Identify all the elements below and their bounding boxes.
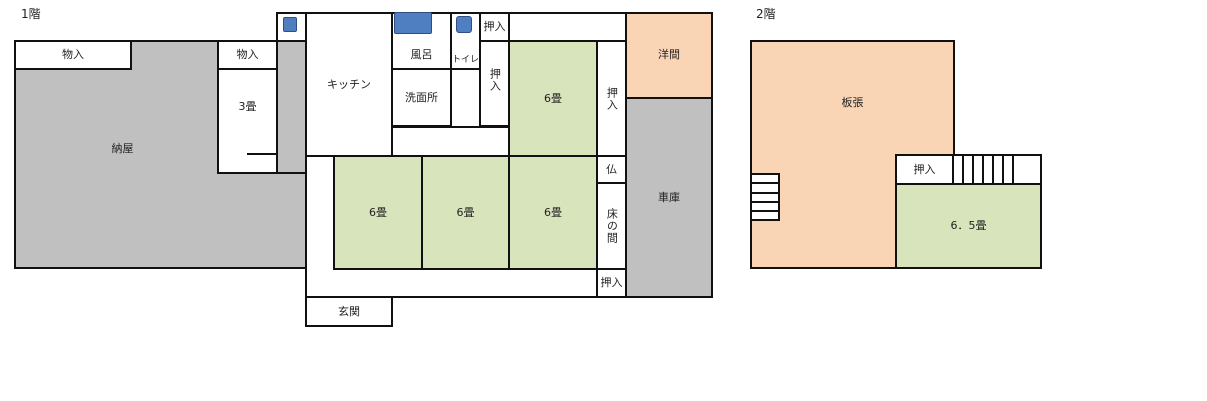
stair-step xyxy=(750,201,780,203)
hall-inner xyxy=(391,126,510,157)
wall-segment xyxy=(247,153,277,155)
room-butsudan-label: 仏 xyxy=(606,162,617,176)
toilet-icon xyxy=(456,16,472,33)
room-tatami6-b: 6畳 xyxy=(421,155,510,270)
room-closet-2f-label: 押入 xyxy=(913,162,936,176)
sink-icon xyxy=(283,17,297,32)
room-garage-label: 車庫 xyxy=(658,191,680,204)
room-tatami6-upper-label: 6畳 xyxy=(544,91,562,105)
room-tatami6-c: 6畳 xyxy=(508,155,598,270)
room-closet-bottom: 押入 xyxy=(596,268,627,298)
room-closet-vertical-right: 押入 xyxy=(596,40,627,157)
room-closet-vertical-left-label: 押入 xyxy=(488,68,502,92)
stair-step xyxy=(972,154,974,184)
room-tatami6-c-label: 6畳 xyxy=(544,205,562,219)
fixture-cell xyxy=(276,12,307,42)
room-closet-vertical-left: 押入 xyxy=(479,40,510,127)
room-garage: 車庫 xyxy=(625,97,713,298)
room-western: 洋間 xyxy=(625,12,713,99)
room-storage-left: 物入 xyxy=(14,40,132,70)
room-storage-right: 物入 xyxy=(217,40,278,70)
room-wood-floor-label: 板張 xyxy=(841,96,864,109)
stair-step xyxy=(962,154,964,184)
room-entrance-label: 玄関 xyxy=(338,304,360,318)
room-kitchen-label: キッチン xyxy=(327,77,371,91)
room-bath-label: 風呂 xyxy=(410,48,433,61)
stair-step xyxy=(750,192,780,194)
room-kitchen: キッチン xyxy=(305,12,393,157)
stair-step xyxy=(750,210,780,212)
room-tatami6-upper: 6畳 xyxy=(508,40,598,157)
room-tatami65: 6．5畳 xyxy=(895,183,1042,269)
floor2-label: 2階 xyxy=(756,7,776,21)
room-tokonoma-label: 床の間 xyxy=(605,208,619,244)
stairs-left xyxy=(750,173,780,221)
room-closet-bottom-label: 押入 xyxy=(600,276,623,290)
hall-top xyxy=(508,12,627,42)
room-tatami3: 3畳 xyxy=(217,68,278,174)
stair-step xyxy=(1012,154,1014,184)
stair-step xyxy=(750,182,780,184)
room-closet-top: 押入 xyxy=(479,12,510,42)
room-western-label: 洋間 xyxy=(658,48,680,61)
room-washroom-label: 洗面所 xyxy=(405,90,438,104)
room-tatami3-label: 3畳 xyxy=(238,100,257,113)
room-storage-left-label: 物入 xyxy=(62,48,84,62)
stair-step xyxy=(982,154,984,184)
room-closet-vertical-right-label: 押入 xyxy=(605,86,619,111)
room-barn-label: 納屋 xyxy=(111,142,134,155)
stair-step xyxy=(1002,154,1004,184)
room-tokonoma: 床の間 xyxy=(596,182,627,270)
room-tatami6-a: 6畳 xyxy=(333,155,423,270)
strip-gray xyxy=(276,40,307,174)
room-storage-right-label: 物入 xyxy=(236,48,259,62)
room-tatami65-label: 6．5畳 xyxy=(950,219,987,233)
room-tatami6-b-label: 6畳 xyxy=(456,205,475,219)
room-closet-top-label: 押入 xyxy=(483,20,506,34)
stair-step xyxy=(992,154,994,184)
room-tatami6-a-label: 6畳 xyxy=(369,205,387,219)
room-washroom: 洗面所 xyxy=(391,68,452,127)
room-entrance: 玄関 xyxy=(305,296,393,327)
room-butsudan: 仏 xyxy=(596,155,627,184)
room-closet-2f: 押入 xyxy=(895,154,954,185)
bathtub-icon xyxy=(394,12,432,34)
room-toilet-label: トイレ xyxy=(452,54,480,65)
floor1-label: 1階 xyxy=(21,7,41,21)
